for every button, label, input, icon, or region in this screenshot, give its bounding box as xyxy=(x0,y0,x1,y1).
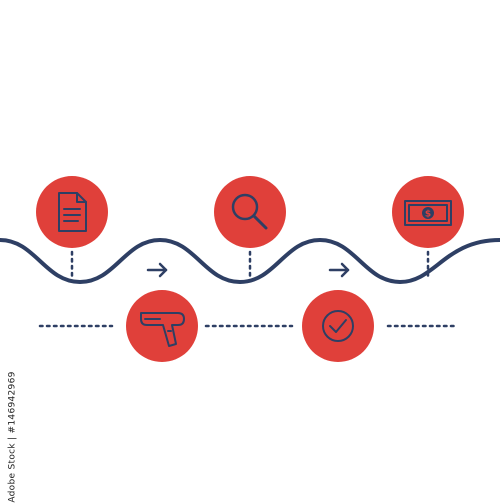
step-circle xyxy=(302,290,374,362)
document-icon xyxy=(58,192,87,232)
top-connectors xyxy=(70,250,430,280)
step-search xyxy=(214,176,286,248)
step-barcode-scanner xyxy=(126,290,198,362)
step-circle xyxy=(36,176,108,248)
banknote-icon: $ xyxy=(404,200,452,226)
magnifier-icon xyxy=(231,193,268,230)
wave-line xyxy=(0,237,500,285)
checkmark-icon xyxy=(322,310,354,342)
step-approval xyxy=(302,290,374,362)
arrow-right-icon xyxy=(328,262,350,278)
barcode-scanner-icon xyxy=(139,312,185,347)
arrow-right-icon xyxy=(146,262,168,278)
step-payment: $ xyxy=(392,176,464,248)
svg-text:$: $ xyxy=(425,210,431,220)
step-circle xyxy=(214,176,286,248)
step-document xyxy=(36,176,108,248)
